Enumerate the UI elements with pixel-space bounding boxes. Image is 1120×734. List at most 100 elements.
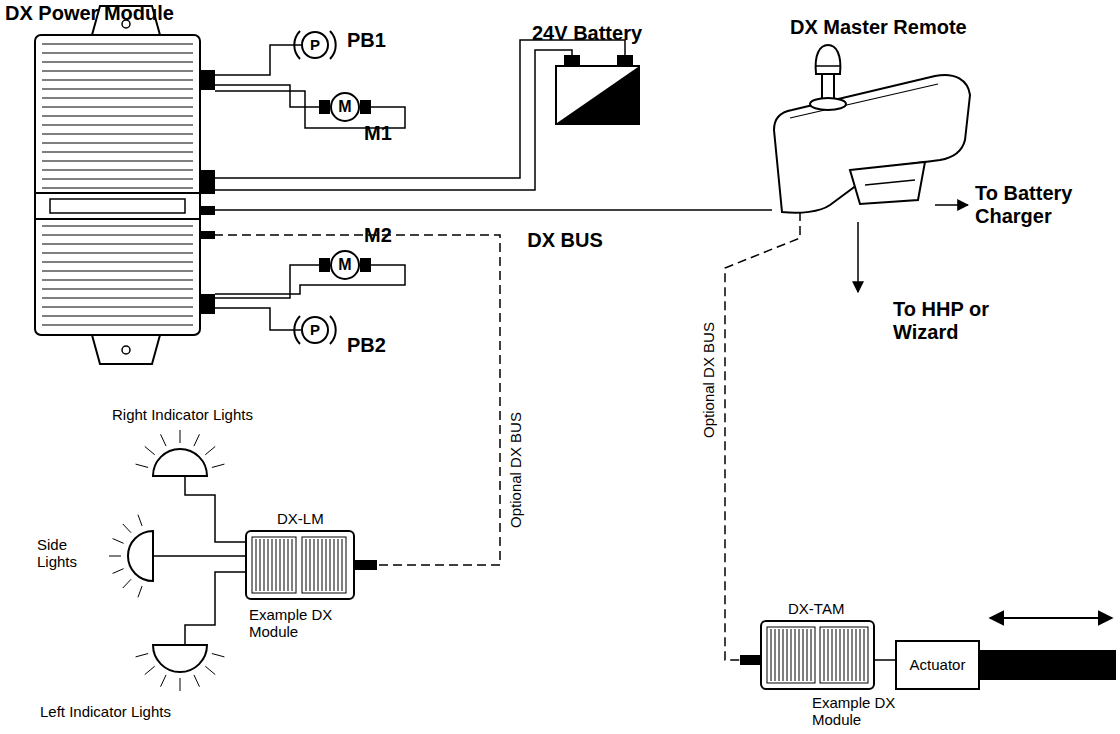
node-text: Actuator	[897, 656, 978, 673]
ray	[113, 539, 124, 544]
node-heading: PB1	[347, 29, 386, 52]
lamp-dome	[152, 645, 208, 673]
fin	[42, 160, 193, 161]
module-band	[35, 193, 200, 219]
hatch-line	[795, 629, 796, 681]
hatch-line	[828, 629, 829, 681]
node-heading: Side Lights	[37, 536, 85, 571]
ray	[123, 579, 131, 588]
battery-wire	[215, 50, 572, 190]
node-text: M	[332, 256, 358, 274]
port-label: To HHP or Wizard	[893, 298, 1003, 344]
fin	[42, 297, 193, 298]
diagram-node: DX Master Remote	[772, 72, 972, 212]
wire	[185, 476, 245, 542]
ray	[205, 666, 215, 674]
hatch-line	[288, 539, 289, 591]
hatch-line	[832, 629, 833, 681]
lamp-outline	[128, 531, 153, 581]
module-panel	[767, 627, 815, 683]
hatch-line	[856, 629, 857, 681]
hatch-line	[803, 629, 804, 681]
hatch-line	[276, 539, 277, 591]
hatch-line	[322, 539, 323, 591]
hatch-line	[787, 629, 788, 681]
diagram-node: DX-LMExample DX Module	[245, 530, 355, 600]
bus-label: Optional DX BUS	[700, 320, 717, 440]
fin	[42, 88, 193, 89]
fin	[42, 187, 193, 188]
diagram-node: PPB1	[301, 31, 329, 59]
node-text: M	[332, 98, 358, 116]
fin	[42, 252, 193, 253]
module-body	[35, 35, 200, 335]
module-stubs	[355, 560, 760, 665]
lamp-outline	[153, 449, 207, 476]
remote-grip-line	[865, 180, 915, 185]
hatch-line	[779, 629, 780, 681]
port-label: To Battery Charger	[975, 182, 1105, 228]
fin	[42, 106, 193, 107]
light-rays	[109, 430, 224, 691]
wire	[200, 85, 330, 107]
optional-bus-line	[725, 212, 800, 660]
node-heading: Right Indicator Lights	[112, 406, 253, 423]
node-heading: DX Master Remote	[790, 16, 967, 39]
fin	[42, 151, 193, 152]
node-heading: DX-LM	[277, 510, 324, 527]
hatch-line	[852, 629, 853, 681]
node-heading: Example DX Module	[249, 606, 339, 641]
diagram-node: Side Lights	[127, 530, 153, 582]
fin	[42, 234, 193, 235]
fin	[42, 124, 193, 125]
joystick-boot	[810, 98, 846, 110]
wire	[200, 40, 625, 178]
hatch-line	[256, 539, 257, 591]
fin	[42, 315, 193, 316]
hatch-line	[264, 539, 265, 591]
diagram-node: MM2	[330, 250, 360, 280]
ray	[205, 446, 215, 454]
ray	[113, 569, 124, 574]
hatch-line	[334, 539, 335, 591]
fin	[42, 79, 193, 80]
hatch-line	[864, 629, 865, 681]
bus-label: DX BUS	[525, 229, 605, 252]
fin	[42, 243, 193, 244]
hatch-line	[268, 539, 269, 591]
diagram-node: PPB2	[301, 316, 329, 344]
hatch-line	[844, 629, 845, 681]
module-panel	[820, 627, 868, 683]
hatch-line	[807, 629, 808, 681]
hatch-line	[824, 629, 825, 681]
fin	[42, 261, 193, 262]
hatch-line	[783, 629, 784, 681]
hatch-line	[306, 539, 307, 591]
hatch-line	[775, 629, 776, 681]
remote-grip	[850, 162, 925, 204]
hatch-line	[338, 539, 339, 591]
ray	[194, 434, 199, 446]
motor-brushes	[319, 100, 371, 272]
module-panel	[302, 537, 346, 593]
fin	[42, 306, 193, 307]
ray	[180, 430, 181, 443]
connector-stubs	[200, 70, 215, 314]
fin	[42, 133, 193, 134]
fin	[42, 61, 193, 62]
battery-fill	[557, 67, 638, 123]
hatch-line	[848, 629, 849, 681]
hatch-line	[292, 539, 293, 591]
fin	[42, 97, 193, 98]
hatch-line	[318, 539, 319, 591]
diagram-node: Right Indicator Lights	[152, 448, 208, 476]
hatch-line	[284, 539, 285, 591]
node-heading: Left Indicator Lights	[40, 703, 171, 720]
fin	[42, 178, 193, 179]
hatch-line	[280, 539, 281, 591]
diagram-node: 24V Battery	[555, 65, 640, 125]
charger-arrow	[935, 204, 968, 206]
hatch-line	[771, 629, 772, 681]
